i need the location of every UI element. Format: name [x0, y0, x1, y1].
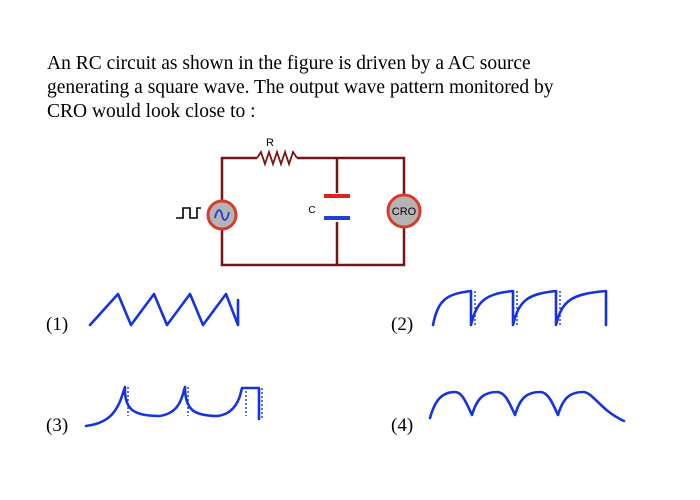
option-4-label: (4): [391, 415, 414, 436]
question-text: An RC circuit as shown in the figure is …: [47, 52, 647, 124]
resistor-label: R: [266, 137, 274, 149]
option-1-label: (1): [46, 314, 69, 335]
capacitor-label: C: [308, 205, 315, 216]
wire-bottom: [220, 227, 406, 267]
cro-instrument: [386, 193, 422, 229]
circuit-wires: [220, 156, 406, 267]
square-pulse-icon: [176, 207, 201, 219]
cro-label: CRO: [392, 206, 417, 218]
option-1-waveform: [88, 292, 240, 327]
wire-top-right: [297, 156, 406, 195]
option-3-waveform: [84, 385, 261, 428]
resistor-symbol: [256, 149, 298, 167]
question-line-1: An RC circuit as shown in the figure is …: [47, 53, 531, 74]
wire-left-top: [220, 156, 257, 201]
question-line-3: CRO would look close to :: [47, 101, 256, 122]
sine-wave-icon: [214, 209, 230, 221]
option-3-label: (3): [46, 415, 69, 436]
question-line-2: generating a square wave. The output wav…: [47, 77, 554, 98]
option-2-waveform: [431, 289, 608, 327]
option-2-label: (2): [391, 314, 414, 335]
option-4-waveform: [428, 390, 626, 423]
